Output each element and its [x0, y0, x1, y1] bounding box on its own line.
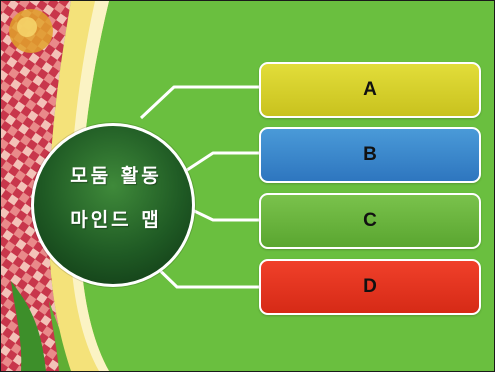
connector-b [183, 151, 259, 174]
center-node: 모둠 활동 마인드 맵 [31, 123, 195, 287]
center-title-line-2: 마인드 맵 [70, 209, 162, 231]
center-title-line-1: 모둠 활동 [70, 165, 162, 187]
branch-label-d: D [363, 276, 377, 297]
branch-box-c: C [259, 193, 481, 249]
branch-label-b: B [363, 144, 377, 165]
connector-a [139, 85, 259, 120]
branch-box-d: D [259, 259, 481, 315]
branch-box-a: A [259, 62, 481, 118]
decorative-leaf-icon [11, 281, 46, 371]
branch-label-c: C [363, 210, 377, 231]
branch-label-a: A [363, 79, 377, 100]
branch-box-b: B [259, 127, 481, 183]
